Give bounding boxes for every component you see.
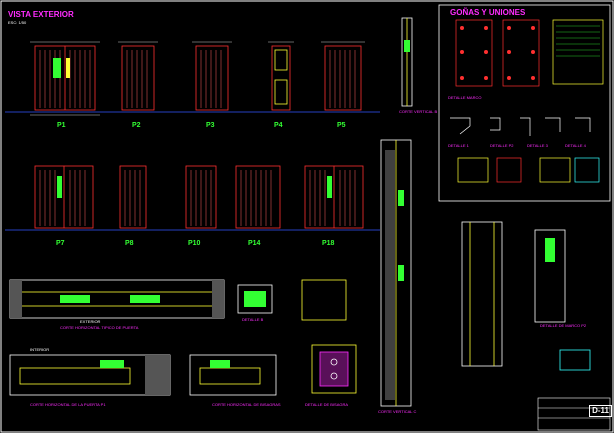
corte-horizontal-p1	[9, 354, 171, 396]
label-corte-horizontal: CORTE HORIZONTAL TIPICO DE PUERTA	[60, 325, 139, 330]
door-elevation-row-2	[34, 165, 364, 229]
corte-vertical-c	[380, 139, 412, 407]
door-code-p3: P3	[206, 122, 215, 129]
label-detalle-p2: DETALLE P2	[490, 143, 514, 148]
label-detalle-4: DETALLE 4	[565, 143, 586, 148]
door-code-p5: P5	[337, 122, 346, 129]
title-goñas: GOÑAS Y UNIONES	[450, 8, 526, 17]
door-code-p8: P8	[125, 240, 134, 247]
label-detalle-marco: DETALLE MARCO	[448, 95, 482, 100]
title-vista-exterior: VISTA EXTERIOR	[8, 10, 74, 19]
door-code-p1: P1	[57, 122, 66, 129]
label-detalle-marco-p2: DETALLE DE MARCO P2	[540, 323, 587, 328]
door-code-p10: P10	[188, 240, 201, 247]
corte-horizontal-bisagras	[189, 354, 277, 396]
label-detalle-3: DETALLE 3	[527, 143, 548, 148]
door-code-p2: P2	[132, 122, 141, 129]
detalle-bisagra	[311, 344, 357, 394]
title-scale: ESC: 1/50	[8, 20, 27, 25]
door-elevation-row-1	[30, 41, 365, 116]
sheet-number: D-11	[589, 405, 612, 417]
door-code-p14: P14	[248, 240, 261, 247]
label-corte-vertical-c: CORTE VERTICAL C	[378, 409, 417, 414]
detalle-marco-p2	[461, 221, 591, 371]
label-exterior: EXTERIOR	[80, 319, 101, 324]
label-corte-horiz-bisagras: CORTE HORIZONTAL DE BISAGRAS	[212, 402, 281, 407]
label-detalle-b: DETALLE B	[242, 317, 264, 322]
label-detalle-bisagra: DETALLE DE BISAGRA	[305, 402, 349, 407]
door-code-p4: P4	[274, 122, 283, 129]
title-block	[537, 397, 611, 431]
door-code-p7: P7	[56, 240, 65, 247]
label-corte-vertical-b: CORTE VERTICAL B	[399, 109, 438, 114]
goñas-panel	[450, 19, 604, 183]
label-interior: INTERIOR	[30, 347, 50, 352]
label-corte-horiz-p1: CORTE HORIZONTAL DE LA PUERTA P1	[30, 402, 106, 407]
door-code-p18: P18	[322, 240, 335, 247]
detalle-b	[237, 279, 347, 321]
corte-horizontal-tipico	[9, 279, 225, 319]
corte-vertical-a	[401, 17, 413, 107]
label-detalle-1: DETALLE 1	[448, 143, 469, 148]
